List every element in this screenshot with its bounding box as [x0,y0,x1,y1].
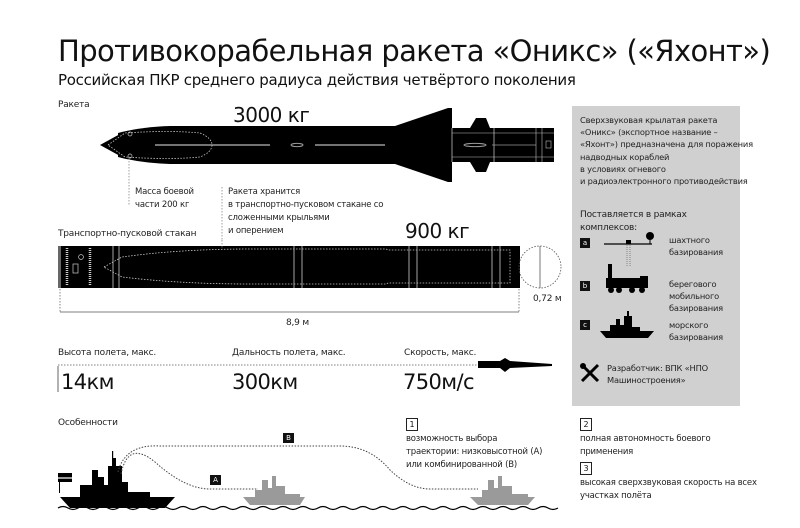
description-line: «Оникс» (экспортное название – [580,127,718,138]
developer-line: Машиностроения» [607,375,686,386]
description-line: «Яхонт») предназначена для поражения [580,139,753,150]
warhead-note-line: Масса боевой [135,187,194,197]
description-line: Сверхзвуковая крылатая ракета [580,115,718,125]
feature-3-number: 3 [580,462,592,475]
spec-label-range: Дальность полета, макс. [232,348,346,358]
spec-value-speed: 750м/с [403,370,475,394]
feature-line: высокая сверхзвуковая скорость на всех [580,478,757,488]
storage-note: Ракета хранится в транспортно-пусковом с… [228,186,383,238]
feature-1-text: возможность выбора траектории: низковысо… [406,433,542,472]
complex-b-badge: b [580,281,590,291]
spec-value-altitude: 14км [61,370,114,394]
feature-line: траектории: низковысотной (А) [406,447,543,457]
speed-arrow [57,358,552,392]
warship-icon [600,311,654,338]
canister-length: 8,9 м [286,318,309,328]
features-section-label: Особенности [58,418,118,428]
trajectory-b-badge: B [283,433,294,443]
complexes-heading-line: комплексов: [580,222,637,233]
silo-icon [604,232,654,266]
spec-label-speed: Скорость, макс. [404,348,477,358]
complex-a-label: шахтного базирования [669,234,723,258]
feature-line: применения [580,447,634,457]
missile-illustration [100,108,554,240]
feature-line: возможность выбора [406,434,498,444]
canister-section-label: Транспортно-пусковой стакан [58,229,197,239]
complex-a-line: шахтного [669,235,710,245]
launcher-ship-icon [58,451,175,508]
info-panel: Сверхзвуковая крылатая ракета «Оникс» (э… [572,106,753,406]
feature-1-number: 1 [406,418,418,431]
feature-line: полная автономность боевого [580,434,711,444]
complex-b-line: берегового [669,279,717,289]
feature-line: участках полёта [580,491,652,501]
storage-note-line: сложенными крыльями [228,213,330,223]
complexes-heading: Поставляется в рамках комплексов: [580,209,687,234]
canister-illustration [58,240,562,313]
complex-a-line: базирования [669,247,723,258]
tools-icon [580,363,600,383]
missile-section-label: Ракета [58,100,90,110]
complex-c-badge: c [580,320,590,330]
complex-b-line: базирования [669,303,723,314]
feature-2-text: полная автономность боевого применения [580,433,711,459]
feature-line: или комбинированной (В) [406,460,517,470]
complex-b-line: мобильного [669,291,719,302]
page-title: Противокорабельная ракета «Оникс» («Яхон… [58,34,771,68]
target-ship-icon [243,476,535,505]
complexes-heading-line: Поставляется в рамках [580,210,687,220]
truck-launcher-icon [606,264,648,293]
spec-label-altitude: Высота полета, макс. [58,348,157,358]
feature-2-number: 2 [580,418,592,431]
feature-3-text: высокая сверхзвуковая скорость на всех у… [580,477,757,503]
description-line: в условиях огневого [580,163,666,174]
canister-diameter: 0,72 м [533,294,562,304]
complex-c-line: морского [669,320,709,330]
warhead-note: Масса боевой части 200 кг [135,186,194,212]
complex-b-label: берегового мобильного базирования [669,278,723,315]
page-subtitle: Российская ПКР среднего радиуса действия… [58,71,576,89]
complex-a-badge: a [580,238,590,248]
storage-note-line: в транспортно-пусковом стакане со [228,200,384,210]
missile-mass: 3000 кг [233,103,310,127]
panel-description: Сверхзвуковая крылатая ракета «Оникс» (э… [580,114,753,187]
developer-line: Разработчик: ВПК «НПО [607,363,708,373]
spec-value-range: 300км [232,370,298,394]
description-line: и радиоэлектронного противодействия [580,176,748,187]
storage-note-line: Ракета хранится [228,187,301,197]
description-line: надводных кораблей [580,151,670,162]
canister-mass: 900 кг [405,219,470,243]
complex-c-label: морского базирования [669,319,723,343]
trajectory-a-badge: A [210,475,221,485]
storage-note-line: и оперением [228,226,284,236]
warhead-note-line: части 200 кг [135,200,190,210]
developer-label: Разработчик: ВПК «НПО Машиностроения» [607,362,708,386]
complex-c-line: базирования [669,332,723,343]
